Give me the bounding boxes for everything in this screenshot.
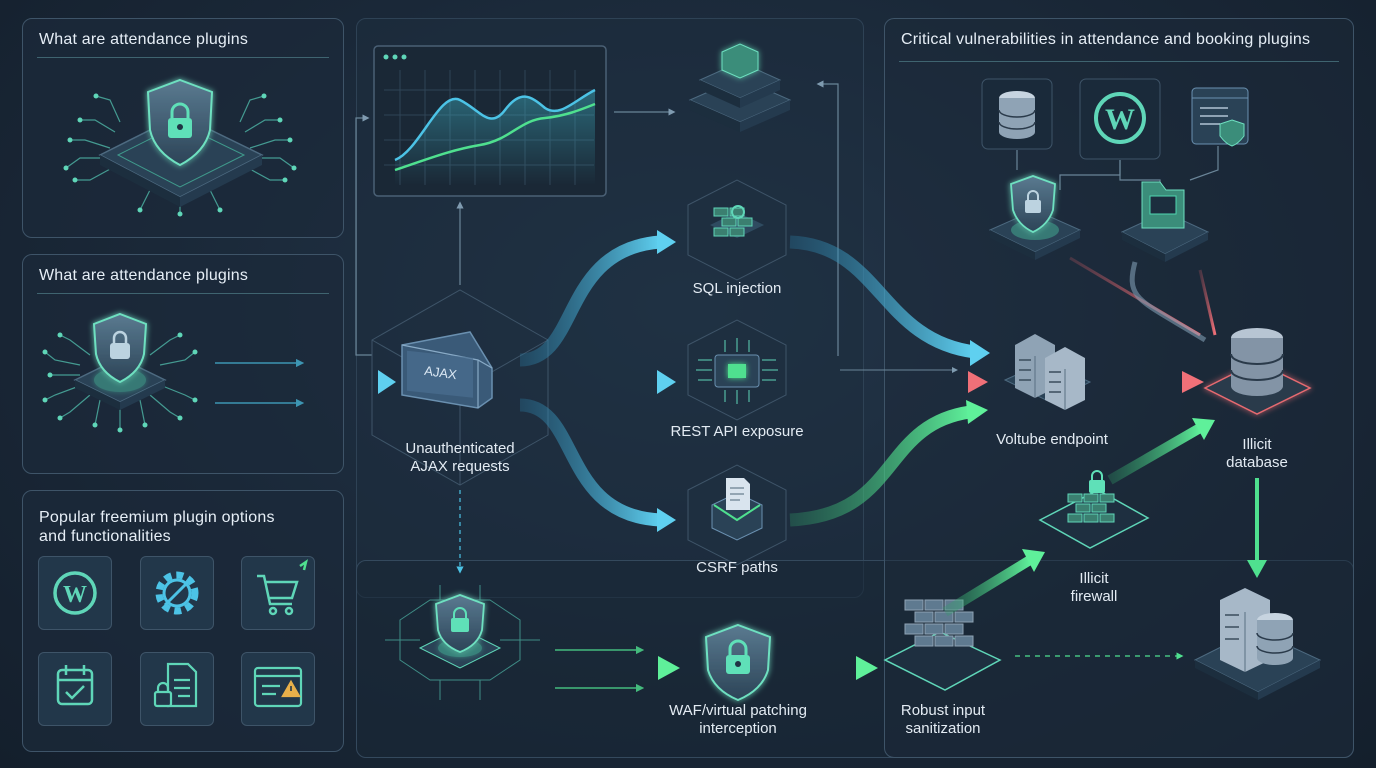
tile-alert-window[interactable] (241, 652, 315, 726)
shield-chip-illustration-2 (42, 312, 305, 433)
voltube-endpoint-servers (1003, 334, 1092, 410)
illicit-firewall-icon (1038, 470, 1150, 549)
robust-label-line2: sanitization (905, 720, 981, 737)
secure-server-database-icon (1193, 588, 1322, 700)
shield-chip-illustration (63, 78, 297, 217)
waf-label-line2: interception (699, 720, 777, 737)
shield-on-platform-icon (988, 175, 1082, 260)
rest-api-label: REST API exposure (670, 423, 804, 440)
monitoring-chart-window (373, 45, 607, 197)
database-icon-top (981, 78, 1053, 150)
ajax-chip-label: AJAX (423, 363, 458, 382)
secure-window-icon (1191, 87, 1249, 147)
panel-bottom-flow (356, 560, 1354, 758)
rest-api-node (687, 319, 787, 421)
panel-title-line2: and functionalities (39, 528, 171, 545)
panel-title-line1: Popular freemium plugin options (39, 509, 275, 526)
panel-title: What are attendance plugins (39, 267, 249, 284)
folder-on-platform-icon (1120, 181, 1210, 262)
sql-injection-label: SQL injection (692, 280, 782, 297)
csrf-node (687, 464, 787, 566)
ajax-node (371, 289, 549, 486)
endpoint-label: Voltube endpoint (996, 431, 1108, 448)
ajax-label-line2: AJAX requests (410, 458, 510, 475)
panel-title: What are attendance plugins (39, 31, 249, 48)
svg-text:W: W (1105, 103, 1135, 136)
flow-to-csrf (519, 398, 661, 527)
flow-sanitize-to-firewall (942, 555, 1033, 617)
tile-cart[interactable] (241, 556, 315, 630)
illicit-database-icon (1203, 328, 1312, 415)
shopping-cart-icon (257, 559, 308, 616)
panel-title: Critical vulnerabilities in attendance a… (901, 31, 1311, 48)
illicit-firewall-label-line2: firewall (1070, 588, 1118, 605)
sanitization-wall-icon (883, 599, 1002, 691)
tile-calendar[interactable] (38, 652, 112, 726)
bottom-shield-chip (385, 585, 540, 700)
illicit-database-label-line2: database (1226, 454, 1288, 471)
flow-firewall-to-db (1107, 423, 1203, 485)
tile-wordpress[interactable] (38, 556, 112, 630)
robust-label-line1: Robust input (900, 702, 986, 719)
illicit-firewall-label-line1: Illicit (1079, 570, 1109, 587)
waf-label-line1: WAF/virtual patching (669, 702, 807, 719)
wordpress-logo-icon: W (1079, 78, 1161, 160)
alert-window-icon (253, 666, 303, 708)
svg-text:W: W (63, 582, 87, 608)
calendar-check-icon (56, 665, 94, 706)
flow-csrf-to-endpoint (789, 405, 972, 527)
waf-shield-icon (704, 623, 772, 702)
csrf-paths-label: CSRF paths (696, 559, 778, 576)
flow-to-sql (519, 235, 661, 367)
flow-sql-to-endpoint (789, 235, 976, 359)
server-stack-icon (688, 43, 792, 132)
gear-icon (155, 571, 199, 615)
ajax-label-line1: Unauthenticated (405, 440, 515, 457)
lock-document-icon (153, 662, 198, 708)
illicit-database-label-line1: Illicit (1242, 436, 1272, 453)
wordpress-icon: W (53, 571, 97, 615)
sql-injection-node (687, 179, 787, 281)
